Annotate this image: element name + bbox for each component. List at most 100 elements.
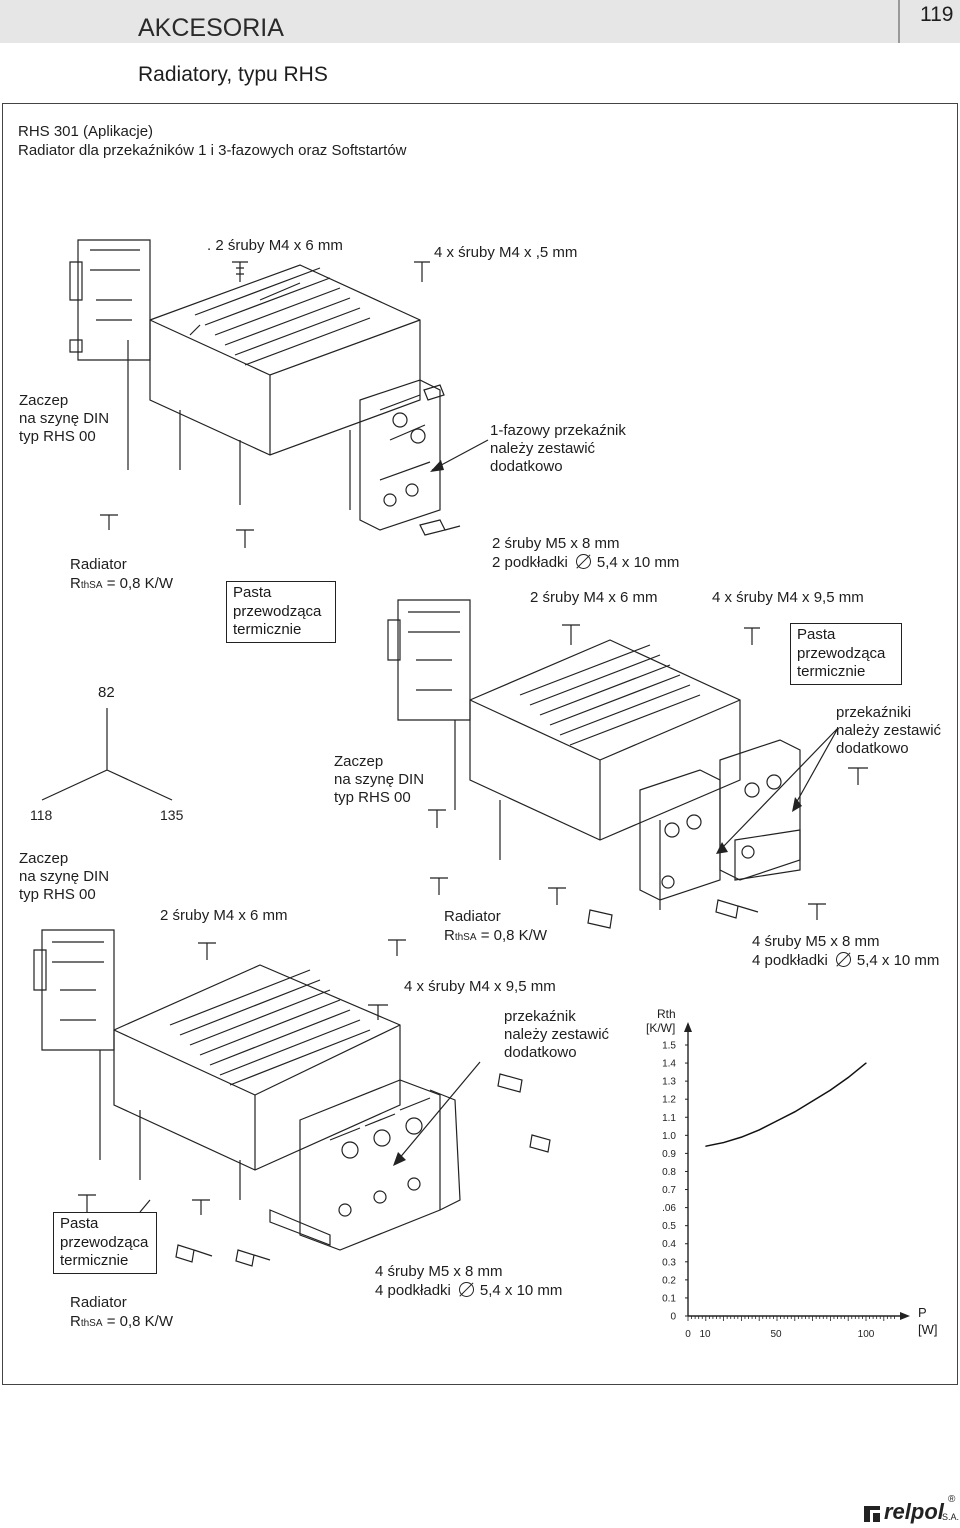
d2-screws-m5-line1: 2 śruby M5 x 8 mm [492, 535, 620, 552]
d1-zaczep-label: Zaczep na szynę DIN typ RHS 00 [19, 392, 116, 446]
chart-data-point [776, 1120, 778, 1122]
d3-relay-line3: dodatkowo [504, 1044, 577, 1061]
logo-suffix: S.A. [942, 1512, 960, 1522]
d1-radiator-label: Radiator [70, 556, 127, 573]
d2-pasta-line2: przewodząca [797, 644, 886, 662]
d2-zaczep-line3: typ RHS 00 [334, 789, 411, 806]
d3-rth-prefix: R [444, 927, 455, 944]
d3-radiator-bottom-label: Radiator [70, 1294, 127, 1311]
d3-zaczep-label: Zaczep na szynę DIN typ RHS 00 [19, 850, 109, 904]
d3-rth-bottom-prefix: R [70, 1313, 81, 1330]
chart-y-tick-label: 0.2 [662, 1275, 676, 1286]
d1-rth-sub: thSA [80, 580, 103, 591]
header-band [0, 0, 960, 43]
d3-radiator-label: Radiator [444, 908, 501, 925]
chart-data-point [740, 1136, 743, 1138]
d1-pasta-line1: Pasta [233, 584, 272, 601]
chart-data-point [794, 1111, 796, 1113]
logo-mark-icon [864, 1506, 880, 1522]
chart-y-tick-label: 1.3 [662, 1077, 676, 1088]
d3-rth-bottom-sub: thSA [80, 1318, 103, 1329]
d1-rth-prefix: R [70, 575, 81, 592]
chart-x-tick-label: 10 [699, 1329, 711, 1340]
d1-pasta-line2: przewodząca [233, 602, 322, 620]
chart-y-arrow [684, 1022, 692, 1032]
chart-data-point [758, 1129, 760, 1131]
chart-y-tick-label: .06 [662, 1203, 676, 1214]
d1-rth-value: = 0,8 K/W [102, 575, 173, 592]
d1-zaczep-line3: typ RHS 00 [19, 428, 96, 445]
d2-pasta-box: Pasta przewodząca termicznie [790, 623, 902, 685]
d1-pasta-line3: termicznie [233, 621, 302, 638]
chart-y-tick-label: 0.8 [662, 1167, 676, 1178]
chart-y-tick-label: 0 [670, 1312, 676, 1323]
d3-rth-label: RthSA = 0,8 K/W [444, 927, 547, 947]
d3-pasta-line2: przewodząca [60, 1233, 149, 1251]
d3-zaczep-line3: typ RHS 00 [19, 886, 96, 903]
diameter-icon [458, 1282, 474, 1297]
d2-screws-m4: 2 śruby M4 x 6 mm [530, 589, 658, 606]
chart-y-tick-label: 0.1 [662, 1293, 676, 1304]
logo-registered: ® [948, 1494, 956, 1505]
d2-relays-line1: przekaźniki [836, 704, 912, 721]
d3-pasta-line1: Pasta [60, 1215, 99, 1232]
chart-xlabel-line2: [W] [918, 1322, 938, 1337]
d2-zaczep-label: Zaczep na szynę DIN typ RHS 00 [334, 753, 424, 807]
dim-height: 82 [98, 684, 115, 701]
chart-xlabel-line1: P [918, 1305, 927, 1320]
chart-y-tick-label: 0.7 [662, 1185, 676, 1196]
d3-screws-m4: 2 śruby M4 x 6 mm [160, 907, 288, 924]
chart-x-tick-label: 0 [685, 1329, 691, 1340]
d2-screws-m4-right: 4 x śruby M4 x 9,5 mm [712, 589, 864, 606]
d3-rth-value: = 0,8 K/W [476, 927, 547, 944]
d1-zaczep-line2: na szynę DIN [19, 410, 110, 427]
d3-rth-sub: thSA [454, 932, 477, 943]
d2-washers-pre: 2 podkładki [492, 554, 568, 571]
chart-y-tick-label: 0.3 [662, 1257, 676, 1268]
d3-zaczep-line2: na szynę DIN [19, 868, 110, 885]
chart-data-point [812, 1100, 814, 1102]
chart-y-tick-label: 1.4 [662, 1059, 676, 1070]
intro-model: RHS 301 (Aplikacje) [18, 123, 154, 140]
chart-y-tick-label: 1.0 [662, 1131, 676, 1142]
d1-rth-label: RthSA = 0,8 K/W [70, 575, 173, 595]
d3-screws-m4-right: 4 x śruby M4 x 9,5 mm [404, 978, 556, 995]
chart-x-arrow [900, 1312, 910, 1320]
chart-y-tick-label: 0.5 [662, 1221, 676, 1232]
d3-zaczep-line1: Zaczep [19, 850, 69, 867]
dim-left: 118 [30, 807, 53, 823]
d2-pasta-line1: Pasta [797, 626, 836, 643]
chart-data-point [865, 1062, 867, 1064]
chart-x-tick-label: 100 [858, 1329, 875, 1340]
d1-zaczep-line1: Zaczep [19, 392, 69, 409]
relpol-logo: relpol ® S.A. [862, 1494, 960, 1526]
chart-ylabel-line1: Rth [657, 1007, 676, 1021]
d2-relays-line3: dodatkowo [836, 740, 909, 757]
chart-y-tick-label: 1.1 [662, 1113, 676, 1124]
d3-rth-bottom-label: RthSA = 0,8 K/W [70, 1313, 173, 1333]
header-divider [898, 0, 900, 43]
d1-relay-line3: dodatkowo [490, 458, 563, 475]
d2-zaczep-line2: na szynę DIN [334, 771, 425, 788]
chart-y-tick-label: 1.2 [662, 1095, 676, 1106]
logo-brand: relpol [884, 1499, 944, 1524]
d3-relay-note: przekaźnik należy zestawić dodatkowo [504, 1008, 609, 1062]
chart-ylabel-line2: [K/W] [646, 1021, 676, 1035]
d2-relays-line2: należy zestawić [836, 722, 942, 739]
section-title: AKCESORIA [138, 14, 284, 42]
d3-washers-post: 5,4 x 10 mm [479, 1282, 563, 1299]
chart-x-tick-label: 50 [770, 1329, 782, 1340]
diameter-icon [835, 952, 851, 967]
d1-relay-line1: 1-fazowy przekaźnik [490, 422, 626, 439]
d3-screws-m5-line1: 4 śruby M5 x 8 mm [375, 1263, 503, 1280]
d1-pasta-box: Pasta przewodząca termicznie [226, 581, 336, 643]
page-number: 119 [920, 3, 954, 26]
chart-y-tick-label: 0.4 [662, 1239, 676, 1250]
d3-relay-line2: należy zestawić [504, 1026, 610, 1043]
